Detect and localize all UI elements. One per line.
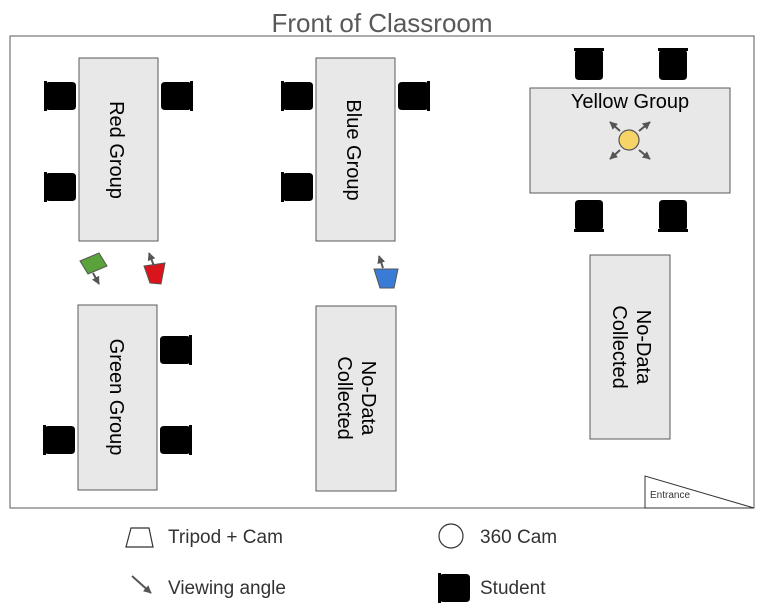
- no-data-label-line1: No-Data: [632, 310, 654, 385]
- student-chair: [574, 200, 604, 232]
- student-chair: [574, 48, 604, 80]
- student-chair: [398, 81, 430, 111]
- student-chair: [658, 200, 688, 232]
- no-data-label-line2: Collected: [608, 305, 630, 388]
- green-group-label: Green Group: [105, 339, 127, 456]
- student-chair: [281, 81, 313, 111]
- no-data-label-line2: Collected: [333, 356, 355, 439]
- student-chair: [44, 81, 76, 111]
- student-chair: [43, 425, 75, 455]
- student-chair: [160, 335, 192, 365]
- 360-camera-icon: [609, 121, 651, 160]
- legend-360-cam-label: 360 Cam: [480, 527, 557, 548]
- no-data-table-middle: No-Data Collected: [315, 305, 397, 492]
- blue-group-table: Blue Group: [315, 57, 396, 242]
- red-group-label: Red Group: [105, 101, 127, 199]
- student-chair: [658, 48, 688, 80]
- legend-student-label: Student: [480, 578, 546, 599]
- student-chair: [161, 81, 193, 111]
- red-tripod-camera-icon: [143, 252, 166, 285]
- blue-group-label: Blue Group: [342, 99, 364, 200]
- legend-viewing-label: Viewing angle: [168, 578, 286, 599]
- viewing-angle-legend-icon: [131, 575, 152, 594]
- page-title: Front of Classroom: [271, 8, 492, 38]
- student-legend-icon: [438, 573, 470, 603]
- legend: Tripod + Cam 360 Cam Viewing angle Stude…: [125, 523, 557, 603]
- student-chair: [44, 172, 76, 202]
- student-chair: [281, 172, 313, 202]
- red-group-table: Red Group: [78, 57, 159, 242]
- student-chair: [160, 425, 192, 455]
- tripod-legend-icon: [125, 527, 154, 548]
- no-data-table-right: No-Data Collected: [589, 254, 671, 440]
- no-data-label-line1: No-Data: [357, 361, 379, 436]
- entrance-marker: Entrance: [644, 475, 755, 509]
- 360-cam-legend-icon: [438, 523, 464, 549]
- entrance-label: Entrance: [650, 490, 690, 501]
- green-group-table: Green Group: [77, 304, 158, 491]
- blue-tripod-camera-icon: [373, 255, 399, 289]
- legend-tripod-label: Tripod + Cam: [168, 527, 283, 548]
- green-tripod-camera-icon: [79, 252, 108, 285]
- yellow-group-label: Yellow Group: [571, 91, 689, 113]
